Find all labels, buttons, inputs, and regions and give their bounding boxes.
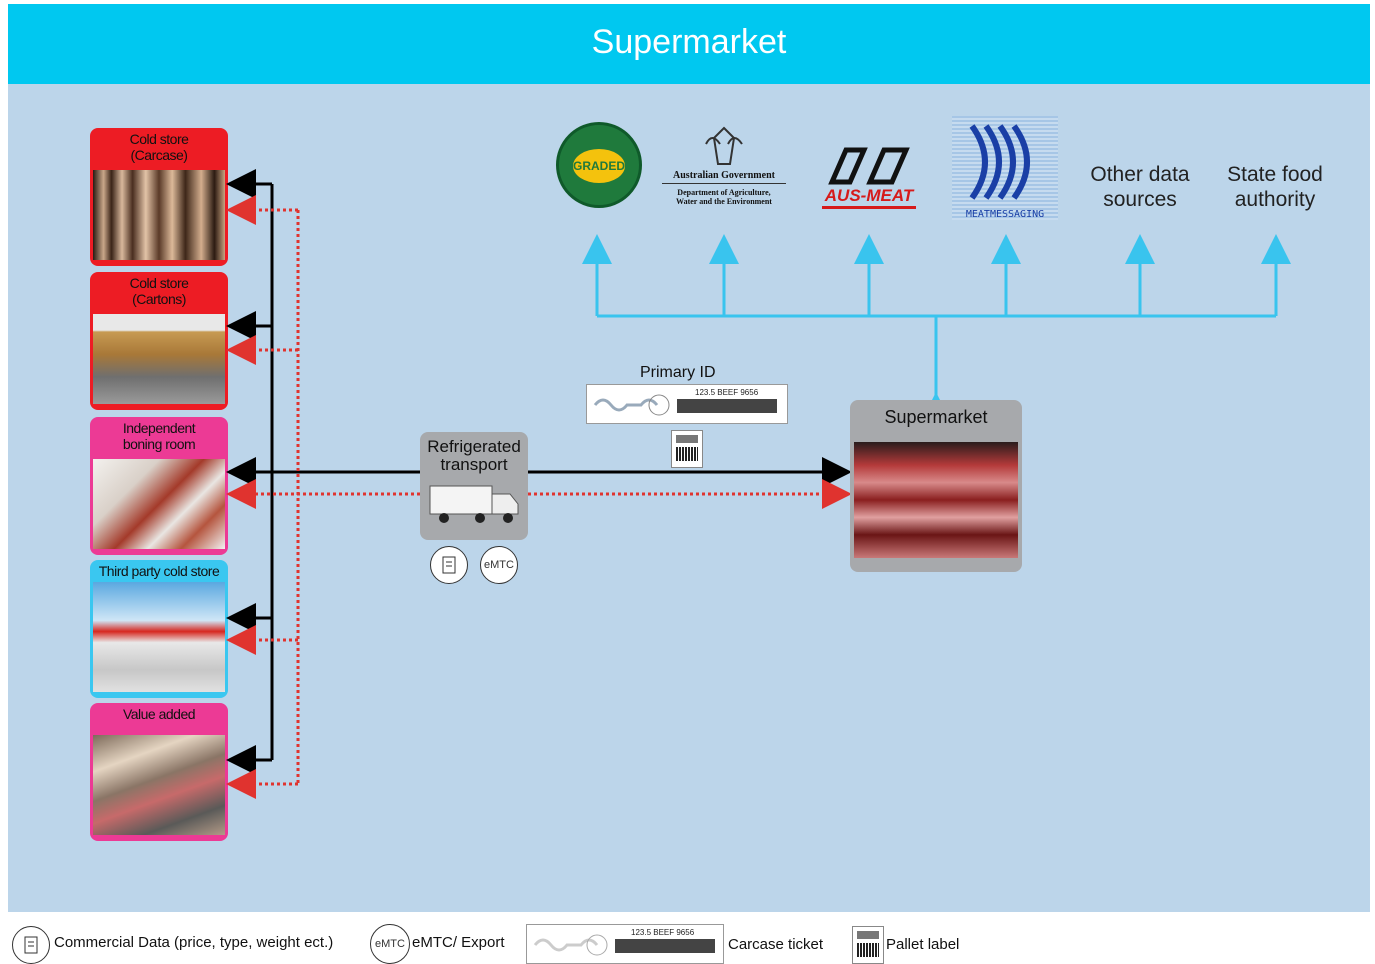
physical-flow-arrows	[226, 169, 852, 775]
location-cold-store-carcase: Cold store (Carcase)	[90, 128, 228, 266]
location-value-added: Value added	[90, 703, 228, 841]
boning-room-photo	[93, 459, 225, 549]
location-label: Value added	[122, 706, 196, 722]
document-icon	[12, 926, 50, 964]
location-cold-store-cartons: Cold store (Cartons)	[90, 272, 228, 410]
aus-meat-emblem-icon	[828, 147, 910, 185]
carcase-photo	[93, 170, 225, 260]
document-icon	[430, 546, 468, 584]
ticket-text: 123.5 BEEF 9656	[695, 388, 759, 397]
legend-commercial-data: Commercial Data (price, type, weight ect…	[54, 934, 334, 951]
refrigerated-transport-box: Refrigerated transport	[420, 432, 528, 540]
location-label: Independent boning room	[122, 420, 196, 452]
primary-id-label: Primary ID	[640, 364, 716, 381]
aus-meat-logo: AUS-MEAT	[822, 146, 916, 212]
carcase-ticket-image: 123.5 BEEF 9656	[526, 924, 724, 964]
coat-of-arms-icon	[705, 126, 743, 165]
australian-government-logo: Australian Government Department of Agri…	[662, 124, 786, 220]
emtc-icon: eMTC	[370, 924, 410, 964]
other-data-sources-label: Other data sources	[1090, 163, 1190, 211]
location-third-party-cold-store: Third party cold store	[90, 560, 228, 698]
legend-emtc-export: eMTC/ Export	[412, 934, 505, 951]
location-label: Cold store (Cartons)	[129, 275, 189, 307]
legend-carcase-ticket: Carcase ticket	[728, 936, 824, 953]
warehouse-photo	[93, 582, 225, 692]
cartons-photo	[93, 314, 225, 404]
location-independent-boning-room: Independent boning room	[90, 417, 228, 555]
svg-text:123.5 BEEF 9656: 123.5 BEEF 9656	[631, 928, 695, 937]
transport-label: Refrigerated transport	[427, 437, 521, 474]
legend-pallet-label: Pallet label	[886, 936, 960, 953]
pallet-label-image	[852, 926, 884, 964]
meat-display-photo	[854, 442, 1018, 558]
truck-icon	[429, 485, 519, 523]
data-flow-arrows	[226, 195, 852, 799]
state-food-authority-label: State food authority	[1227, 163, 1323, 211]
value-added-photo	[93, 735, 225, 835]
carcase-ticket-image: 123.5 BEEF 9656	[586, 384, 788, 424]
reporting-arrows	[582, 234, 1291, 422]
supermarket-label: Supermarket	[884, 407, 988, 427]
msa-graded-logo: GRADED	[556, 122, 642, 208]
location-label: Cold store (Carcase)	[129, 131, 189, 163]
location-label: Third party cold store	[98, 563, 220, 579]
emtc-icon: eMTC	[480, 546, 518, 584]
meatmessaging-logo: MEATMESSAGING	[952, 116, 1058, 220]
supermarket-box: Supermarket	[850, 400, 1022, 572]
legend: Commercial Data (price, type, weight ect…	[0, 918, 1375, 964]
page-title: Supermarket	[8, 4, 1370, 84]
pallet-label-image	[671, 430, 703, 468]
